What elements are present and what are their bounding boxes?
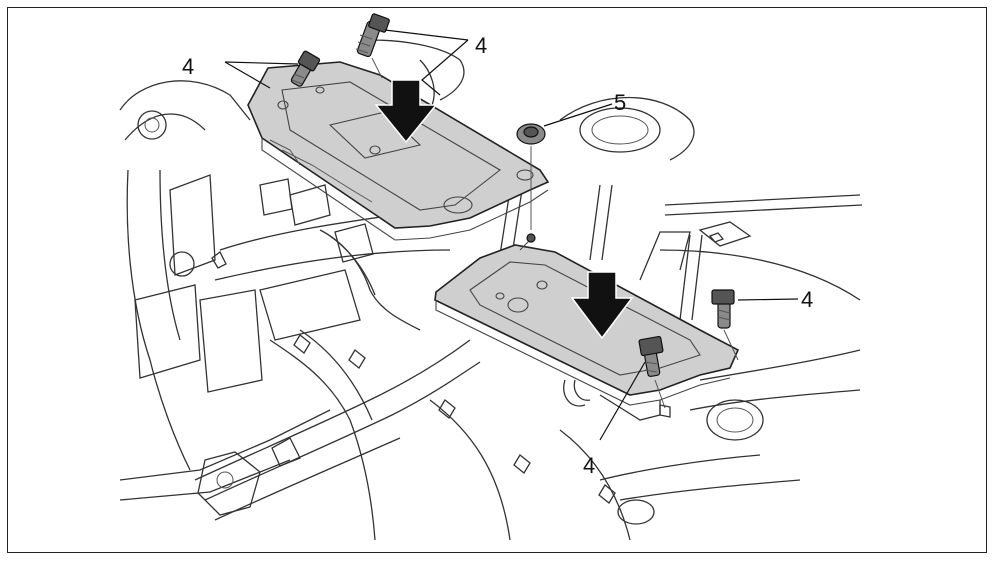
down-arrow-lower: [570, 271, 634, 340]
callout-4-left: 4: [182, 54, 194, 79]
nut-5: [516, 123, 546, 230]
callout-5: 5: [614, 90, 626, 115]
callout-4-top: 4: [475, 33, 487, 58]
leader-lines: [224, 29, 799, 441]
bolt-top-center: [355, 13, 390, 79]
down-arrow-upper: [374, 79, 438, 144]
upper-cover-panel: [247, 61, 550, 241]
bolt-bottom-center: [638, 335, 671, 418]
callout-4-bottom: 4: [583, 453, 595, 478]
callout-4-right: 4: [801, 287, 813, 312]
lower-cover-panel: [434, 233, 740, 406]
bolt-right: [711, 289, 739, 361]
diagram-frame: [7, 7, 987, 553]
bolt-top-left: [290, 50, 321, 87]
